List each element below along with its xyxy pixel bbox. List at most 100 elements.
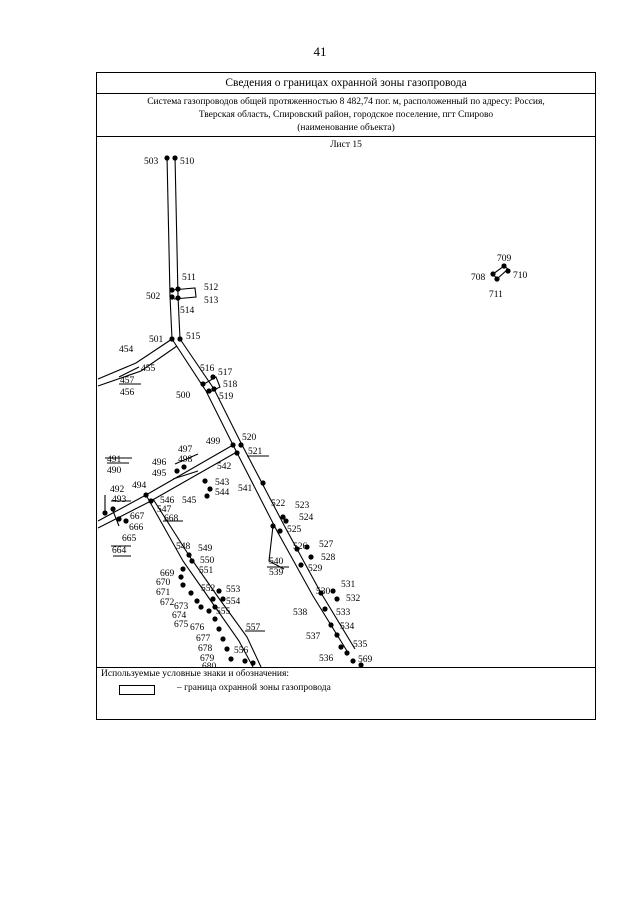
sheet-label: Лист 15 <box>330 140 362 150</box>
description-line-2: Тверская область, Спировский район, горо… <box>198 110 494 120</box>
point-label: 548 <box>176 542 191 552</box>
point-label: 670 <box>156 578 171 588</box>
point-label: 516 <box>200 364 215 374</box>
protection-zone-symbol <box>119 685 155 695</box>
point-label: 527 <box>319 540 334 550</box>
point-label: 511 <box>182 273 196 283</box>
point-label: 665 <box>122 534 137 544</box>
point-label: 555 <box>216 607 231 617</box>
point-label: 674 <box>172 611 187 621</box>
point-label: 498 <box>178 455 193 465</box>
page-number: 41 <box>313 44 327 59</box>
map-svg: 503 510 511 512 502 513 514 501 515 454 … <box>97 155 528 667</box>
point-label: 510 <box>180 157 195 167</box>
point-label: 533 <box>336 608 351 618</box>
document-frame: Сведения о границах охранной зоны газопр… <box>96 72 596 720</box>
point-label: 529 <box>308 564 323 574</box>
point-label: 536 <box>319 654 334 664</box>
point-label: 528 <box>321 553 336 563</box>
point-label: 545 <box>182 496 197 506</box>
point-label: 549 <box>198 544 213 554</box>
point-label: 532 <box>346 594 361 604</box>
point-label: 523 <box>295 501 310 511</box>
legend-title: Используемые условные знаки и обозначени… <box>101 669 290 679</box>
point-label: 497 <box>178 445 193 455</box>
point-label: 675 <box>174 620 189 630</box>
point-label: 676 <box>190 623 205 633</box>
point-label: 668 <box>164 514 179 524</box>
object-description: Система газопроводов общей протяженность… <box>97 93 595 137</box>
point-label: 531 <box>341 580 356 590</box>
point-label: 669 <box>160 569 175 579</box>
point-label: 490 <box>107 466 122 476</box>
point-label: 677 <box>196 634 211 644</box>
point-label: 519 <box>219 392 234 402</box>
point-label: 673 <box>174 602 189 612</box>
point-label: 544 <box>215 488 230 498</box>
map-area: Лист 15 <box>97 137 595 668</box>
point-label: 520 <box>242 433 257 443</box>
point-label: 678 <box>198 644 213 654</box>
point-label: 521 <box>248 447 263 457</box>
point-label: 517 <box>218 368 233 378</box>
point-label: 709 <box>497 254 512 264</box>
point-label: 556 <box>234 646 249 656</box>
point-label: 456 <box>120 388 135 398</box>
point-label: 547 <box>157 505 172 515</box>
point-label: 530 <box>316 587 331 597</box>
point-label: 537 <box>306 632 321 642</box>
point-label: 457 <box>120 376 135 386</box>
point-label: 501 <box>149 335 164 345</box>
point-label: 551 <box>199 566 214 576</box>
point-label: 546 <box>160 496 175 506</box>
point-label: 672 <box>160 598 175 608</box>
point-label: 543 <box>215 478 230 488</box>
point-label: 492 <box>110 485 125 495</box>
point-label: 679 <box>200 654 215 664</box>
point-label: 542 <box>217 462 232 472</box>
point-label: 666 <box>129 523 144 533</box>
point-label: 491 <box>107 455 122 465</box>
point-label: 538 <box>293 608 308 618</box>
point-label: 708 <box>471 273 486 283</box>
point-label: 522 <box>271 499 286 509</box>
point-label: 515 <box>186 332 201 342</box>
point-label: 525 <box>287 525 302 535</box>
point-label: 524 <box>299 513 314 523</box>
legend: Используемые условные знаки и обозначени… <box>97 667 595 719</box>
point-label: 512 <box>204 283 219 293</box>
point-label: 496 <box>152 458 167 468</box>
point-label: 680 <box>202 662 217 667</box>
point-label: 500 <box>176 391 191 401</box>
document-title: Сведения о границах охранной зоны газопр… <box>97 73 595 94</box>
legend-item-label: – граница охранной зоны газопровода <box>177 683 331 693</box>
description-line-1: Система газопроводов общей протяженность… <box>147 97 545 107</box>
point-label: 494 <box>132 481 147 491</box>
point-label: 535 <box>353 640 368 650</box>
point-label: 513 <box>204 296 219 306</box>
point-label: 454 <box>119 345 134 355</box>
point-label: 499 <box>206 437 221 447</box>
point-label: 671 <box>156 588 171 598</box>
point-label: 455 <box>141 364 156 374</box>
point-label: 552 <box>201 584 216 594</box>
point-label: 493 <box>112 495 127 505</box>
point-label: 554 <box>226 597 241 607</box>
point-label: 711 <box>489 290 503 300</box>
point-label: 664 <box>112 546 127 556</box>
point-label: 518 <box>223 380 238 390</box>
point-label: 514 <box>180 306 195 316</box>
point-label: 503 <box>144 157 159 167</box>
point-label: 569 <box>358 655 373 665</box>
point-label: 541 <box>238 484 253 494</box>
point-label: 710 <box>513 271 528 281</box>
description-line-3: (наименование объекта) <box>297 123 395 133</box>
point-label: 667 <box>130 512 145 522</box>
point-label: 557 <box>246 623 261 633</box>
point-label: 534 <box>340 622 355 632</box>
point-label: 540 <box>269 557 284 567</box>
point-label: 502 <box>146 292 161 302</box>
point-label: 495 <box>152 469 167 479</box>
point-label: 550 <box>200 556 215 566</box>
point-label: 526 <box>293 542 308 552</box>
